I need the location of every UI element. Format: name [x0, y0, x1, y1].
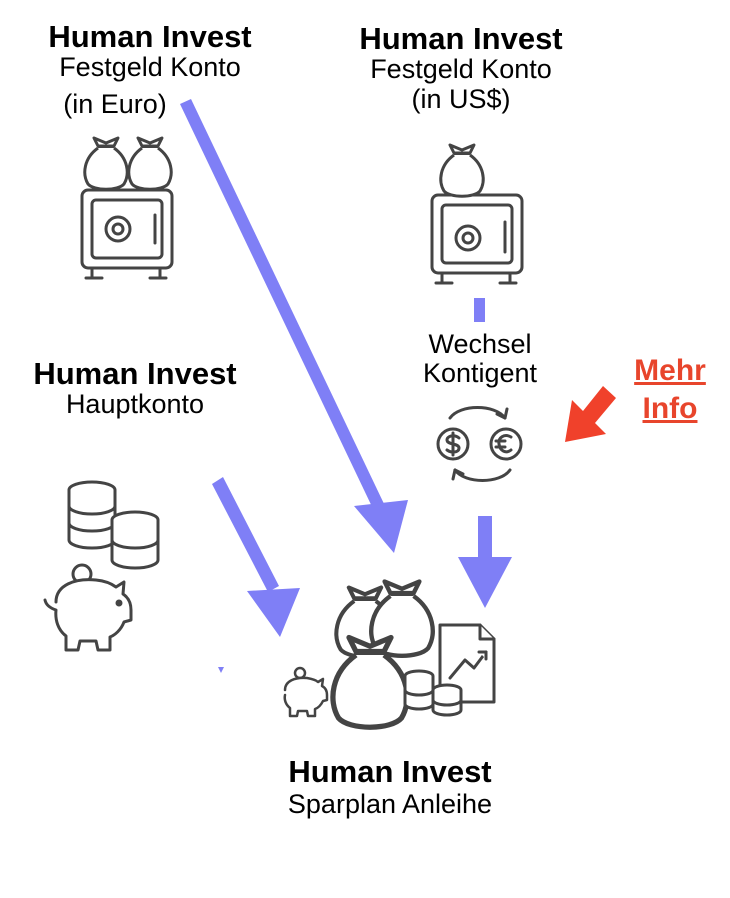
node-wechsel: Wechsel Kontigent [390, 329, 570, 389]
node-hauptkonto: Human Invest Hauptkonto [10, 357, 260, 420]
money-bag-icon [439, 143, 485, 198]
flow-arrow-festgeld-usd [474, 298, 485, 322]
piggy-bank-icon [283, 666, 329, 718]
coin-stack-icon [403, 669, 463, 717]
safe-icon [430, 193, 524, 285]
node-festgeld-euro-currency: (in Euro) [35, 89, 195, 119]
node-sparplan: Human Invest Sparplan Anleihe [240, 755, 540, 820]
node-subtitle: Festgeld Konto [59, 52, 241, 83]
node-subtitle: Sparplan Anleihe [287, 789, 493, 820]
flow-arrow-wechsel [458, 516, 512, 608]
flow-arrow-hauptkonto [212, 477, 300, 637]
node-title: Human Invest [288, 754, 492, 789]
node-title: Human Invest [359, 21, 563, 56]
node-festgeld-euro: Human Invest Festgeld Konto [20, 20, 280, 83]
node-line: Kontigent [422, 358, 538, 389]
flow-arrow-festgeld-euro [180, 99, 408, 553]
node-festgeld-usd: Human Invest Festgeld Konto (in US$) [330, 22, 592, 114]
coin-stack-icon [67, 480, 160, 570]
currency-exchange-icon [436, 406, 523, 482]
node-subtitle: Hauptkonto [65, 389, 205, 420]
safe-icon [80, 188, 174, 280]
mehr-info-line: Mehr [634, 354, 706, 387]
mehr-info-line: Info [642, 391, 698, 425]
mehr-info-link[interactable]: Mehr Info [618, 352, 722, 427]
piggy-bank-icon [43, 563, 133, 652]
node-subtitle: Festgeld Konto [370, 54, 552, 85]
money-bag-icon [83, 136, 173, 191]
stray-mark [218, 667, 224, 673]
node-line: Wechsel [428, 329, 532, 359]
node-title: Human Invest [33, 356, 237, 391]
node-currency: (in Euro) [63, 89, 167, 119]
node-title: Human Invest [48, 19, 252, 54]
node-currency: (in US$) [411, 83, 511, 114]
red-pointer-arrow-icon [565, 386, 616, 442]
